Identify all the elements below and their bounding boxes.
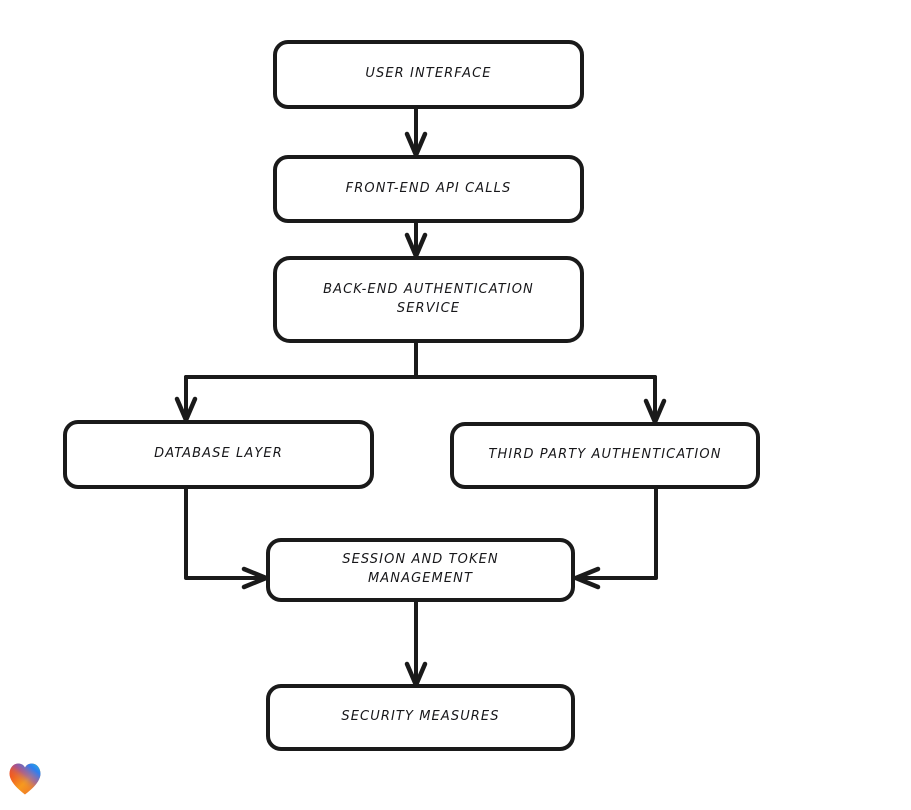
edge-backend-split-trunk bbox=[184, 339, 657, 379]
edge-database-to-session bbox=[184, 485, 269, 590]
node-front-end-api-calls[interactable] bbox=[273, 155, 584, 223]
node-third-party-authentication[interactable] bbox=[450, 422, 760, 489]
edge-backend-to-database bbox=[174, 375, 198, 423]
node-back-end-authentication-service[interactable] bbox=[273, 256, 584, 343]
heart-icon bbox=[9, 763, 41, 795]
node-security-measures[interactable] bbox=[266, 684, 575, 751]
edge-session-to-security bbox=[404, 598, 428, 688]
edge-thirdparty-to-session bbox=[573, 485, 658, 590]
edge-api-to-backend bbox=[404, 219, 428, 259]
node-database-layer[interactable] bbox=[63, 420, 374, 489]
node-user-interface[interactable] bbox=[273, 40, 584, 109]
edge-ui-to-api bbox=[404, 105, 428, 158]
edge-backend-to-thirdparty bbox=[643, 375, 667, 425]
node-session-and-token-management[interactable] bbox=[266, 538, 575, 602]
